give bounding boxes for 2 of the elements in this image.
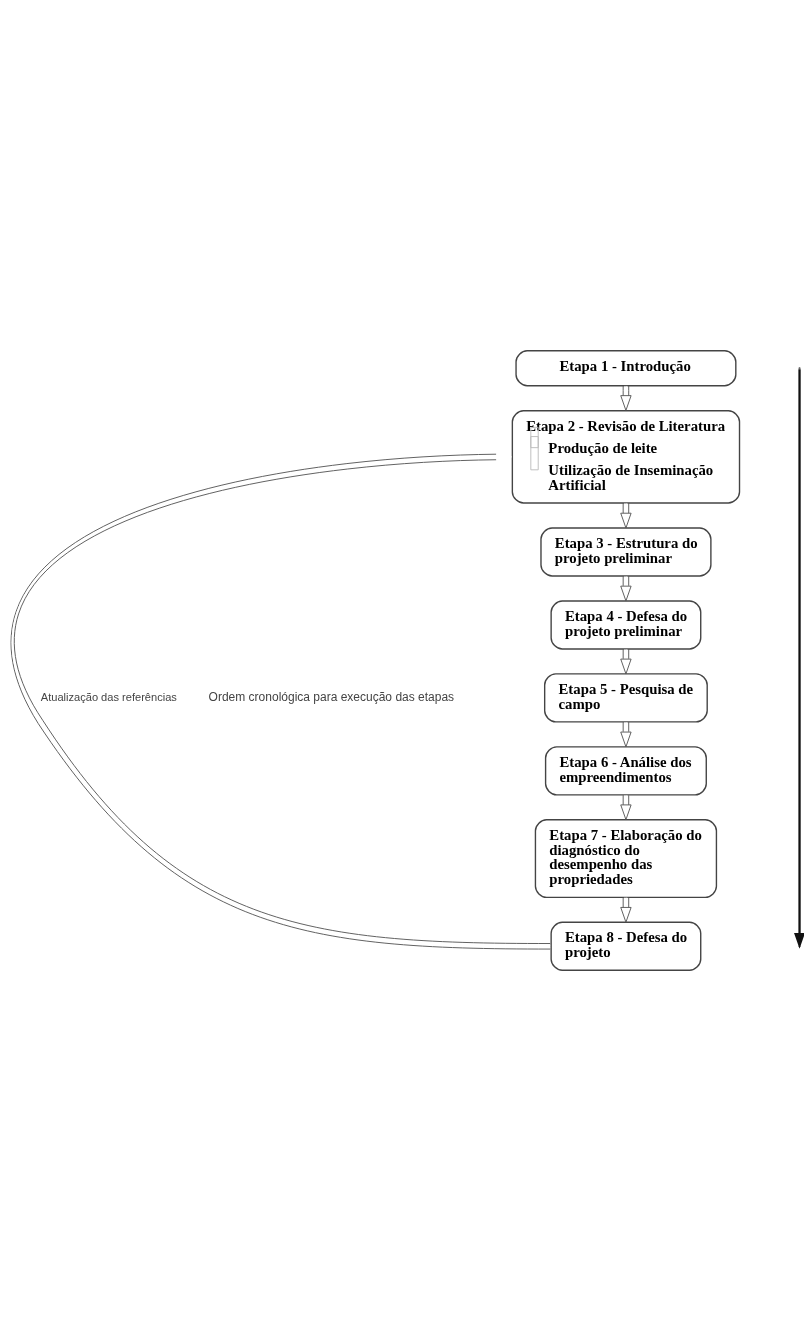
edge-label: Atualização das referências: [40, 690, 177, 703]
label: Ordem cronológica para execução das etapas: [208, 690, 455, 705]
